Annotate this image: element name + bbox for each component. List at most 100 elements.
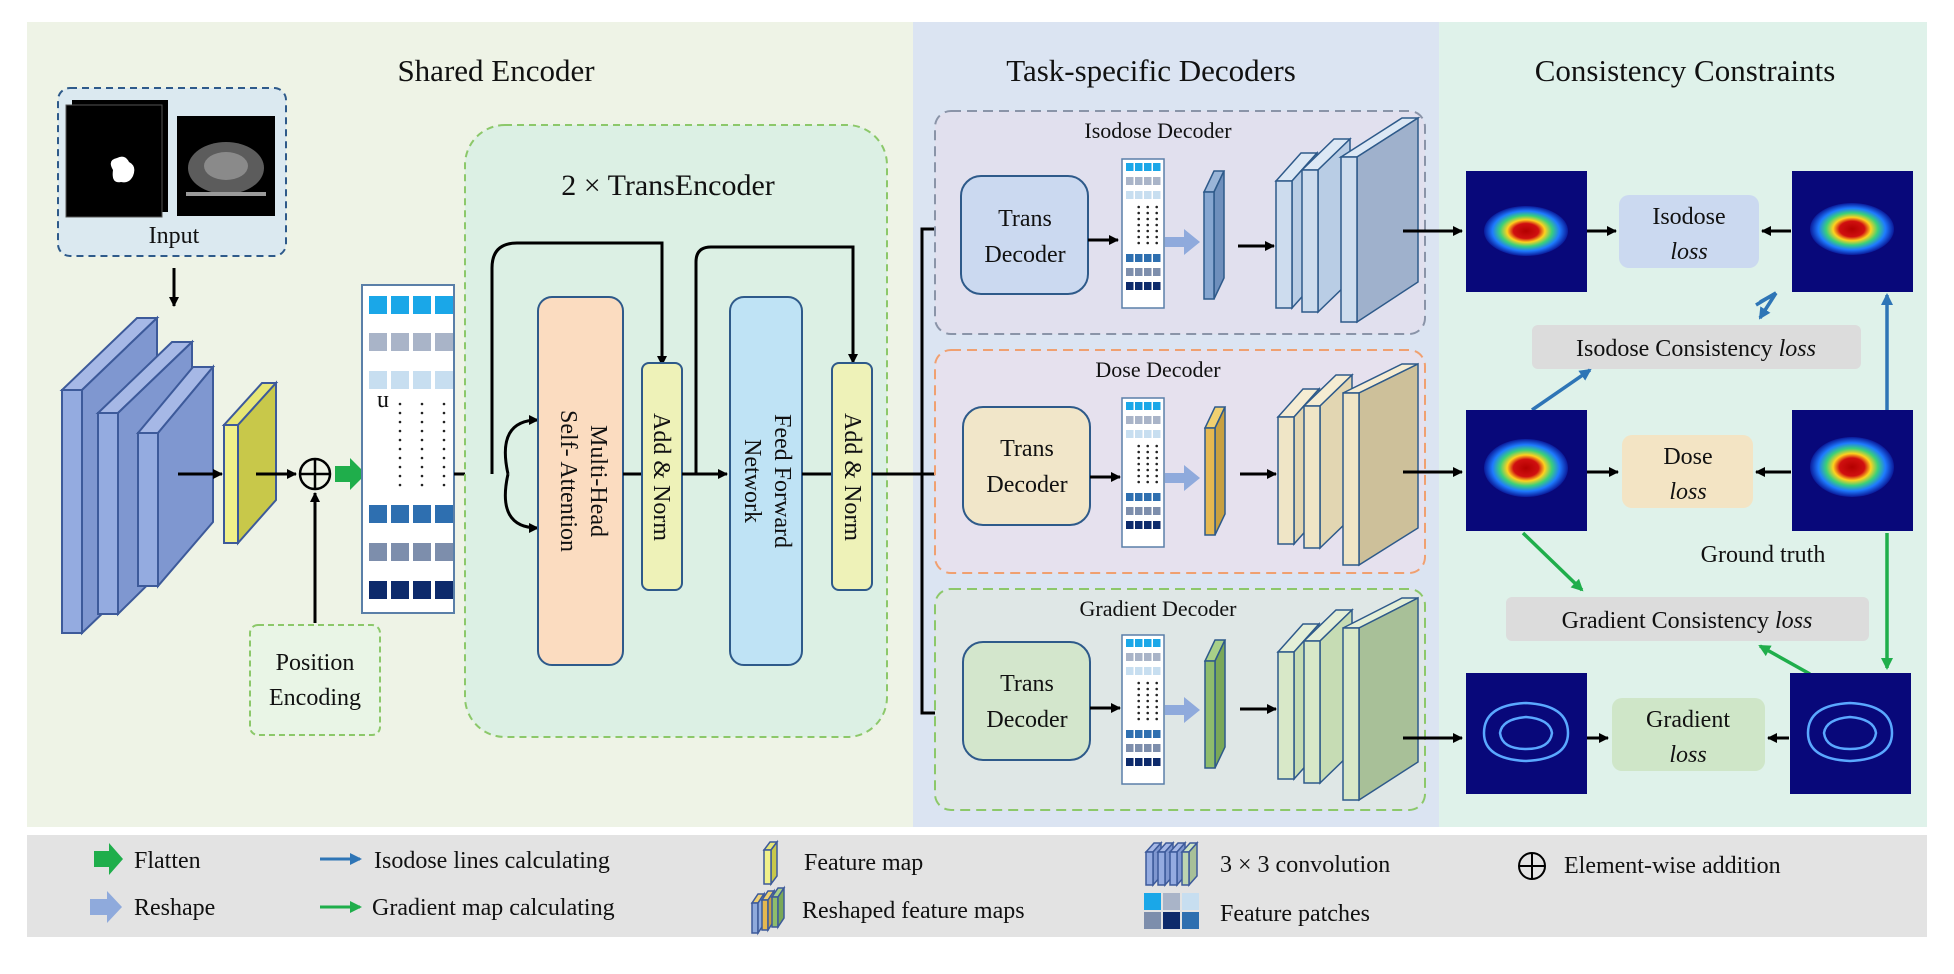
- patch-ellipsis-dot: [1137, 229, 1140, 233]
- legend-reshaped-maps-icon: [750, 885, 786, 936]
- patch-cell: [1144, 639, 1152, 647]
- dose-trans-line1: Trans: [1000, 436, 1054, 462]
- patch-cell: [413, 505, 431, 523]
- patch-ellipsis-dot: [1155, 468, 1158, 472]
- legend-flatten-label: Flatten: [134, 848, 201, 874]
- legend-element-add-icon: [1518, 852, 1546, 880]
- patch-cell: [1153, 653, 1161, 661]
- patch-cell: [1126, 507, 1134, 515]
- patch-cell: [1153, 667, 1161, 675]
- patch-cell: [369, 371, 387, 389]
- isodose-conv-stack: [1274, 116, 1421, 324]
- patch-ellipsis-dot: [1155, 450, 1158, 454]
- patch-cell: [369, 543, 387, 561]
- patch-cell: [1126, 667, 1134, 675]
- patch-ellipsis-dot: [1146, 687, 1149, 691]
- patch-ellipsis-dot: [1146, 444, 1149, 448]
- legend-element-add-label: Element-wise addition: [1564, 853, 1781, 879]
- attention-branch-upper: [503, 415, 539, 475]
- dose-trans-decoder: [962, 406, 1091, 526]
- patch-ellipsis-dot: [442, 456, 446, 460]
- patch-cell: [1144, 416, 1152, 424]
- shared-encoder-title: Shared Encoder: [397, 53, 595, 88]
- patch-ellipsis-dot: [1146, 711, 1149, 715]
- add-norm-label-2: Add & Norm: [839, 413, 865, 541]
- legend-flatten-icon: [94, 843, 123, 875]
- input-ct-inner: [204, 152, 248, 180]
- patch-cell: [1153, 430, 1161, 438]
- patch-cell: [1135, 758, 1143, 766]
- patch-cell: [1153, 416, 1161, 424]
- encoder-conv-stack: [59, 315, 216, 636]
- patch-ellipsis-dot: [420, 438, 424, 442]
- patch-cell: [1126, 744, 1134, 752]
- patch-ellipsis-dot: [420, 483, 424, 487]
- patch-cell: [369, 296, 387, 314]
- patch-n-label: n: [377, 390, 389, 416]
- patch-ellipsis-dot: [1137, 480, 1140, 484]
- dose-ground-truth-blob: [1810, 437, 1894, 497]
- patch-ellipsis-dot: [1155, 480, 1158, 484]
- gradient-feature-map: [1203, 639, 1227, 769]
- patch-ellipsis-dot: [1155, 699, 1158, 703]
- legend-feature-map-icon: [762, 839, 779, 887]
- patch-cell: [1153, 177, 1161, 185]
- patch-cell: [1144, 191, 1152, 199]
- patch-cell: [1126, 268, 1134, 276]
- patch-cell: [1126, 521, 1134, 529]
- consistency-title: Consistency Constraints: [1535, 53, 1836, 88]
- patch-ellipsis-dot: [1155, 474, 1158, 478]
- isodose-ground-truth-blob: [1810, 203, 1894, 255]
- attention-branch-lower: [503, 473, 539, 533]
- patch-ellipsis-dot: [1137, 223, 1140, 227]
- gradient-trans-line2: Decoder: [986, 707, 1067, 733]
- patch-cell: [1126, 430, 1134, 438]
- patch-ellipsis-dot: [1146, 217, 1149, 221]
- encoder-patch-column: n: [361, 284, 455, 614]
- legend-panel: [27, 835, 1927, 937]
- patch-ellipsis-dot: [1155, 456, 1158, 460]
- dose-pred-to-gradient-consistency-arrow: [1521, 531, 1584, 592]
- patch-ellipsis-dot: [1146, 241, 1149, 245]
- patch-ellipsis-dot: [420, 456, 424, 460]
- dose-loss-box: [1622, 435, 1753, 508]
- patch-ellipsis-dot: [1146, 205, 1149, 209]
- patch-ellipsis-dot: [1155, 462, 1158, 466]
- patch-ellipsis-dot: [398, 429, 402, 433]
- patch-cell: [1126, 177, 1134, 185]
- mhsa-label-line2: Self- Attention: [555, 410, 581, 552]
- patch-ellipsis-dot: [442, 465, 446, 469]
- patch-ellipsis-dot: [442, 438, 446, 442]
- patch-ellipsis-dot: [1137, 217, 1140, 221]
- patch-ellipsis-dot: [1155, 693, 1158, 697]
- patch-ellipsis-dot: [1146, 681, 1149, 685]
- patch-ellipsis-dot: [398, 483, 402, 487]
- isodose-decoder-title: Isodose Decoder: [1084, 118, 1232, 143]
- patch-cell: [1126, 191, 1134, 199]
- patch-ellipsis-dot: [398, 447, 402, 451]
- patch-cell: [1135, 430, 1143, 438]
- legend-feature-map-label: Feature map: [804, 850, 923, 876]
- legend-conv-label: 3 × 3 convolution: [1220, 852, 1390, 878]
- patch-ellipsis-dot: [442, 483, 446, 487]
- patch-ellipsis-dot: [1137, 444, 1140, 448]
- patch-cell: [1153, 521, 1161, 529]
- patch-cell: [1135, 653, 1143, 661]
- patch-ellipsis-dot: [398, 411, 402, 415]
- patch-cell: [435, 296, 453, 314]
- dose-prediction-blob: [1484, 439, 1568, 497]
- patch-cell: [1126, 282, 1134, 290]
- patch-ellipsis-dot: [1137, 450, 1140, 454]
- patch-cell: [1126, 730, 1134, 738]
- patch-ellipsis-dot: [420, 429, 424, 433]
- patch-cell: [413, 296, 431, 314]
- task-decoders-title: Task-specific Decoders: [1006, 53, 1296, 88]
- multi-head-self-attention-block: [537, 296, 624, 666]
- position-encoding-line2: Encoding: [269, 685, 361, 711]
- patch-cell: [1135, 667, 1143, 675]
- isodose-prediction-blob: [1484, 206, 1568, 256]
- patch-cell: [1144, 177, 1152, 185]
- patch-cell: [1153, 268, 1161, 276]
- patch-ellipsis-dot: [420, 420, 424, 424]
- patch-cell: [1153, 744, 1161, 752]
